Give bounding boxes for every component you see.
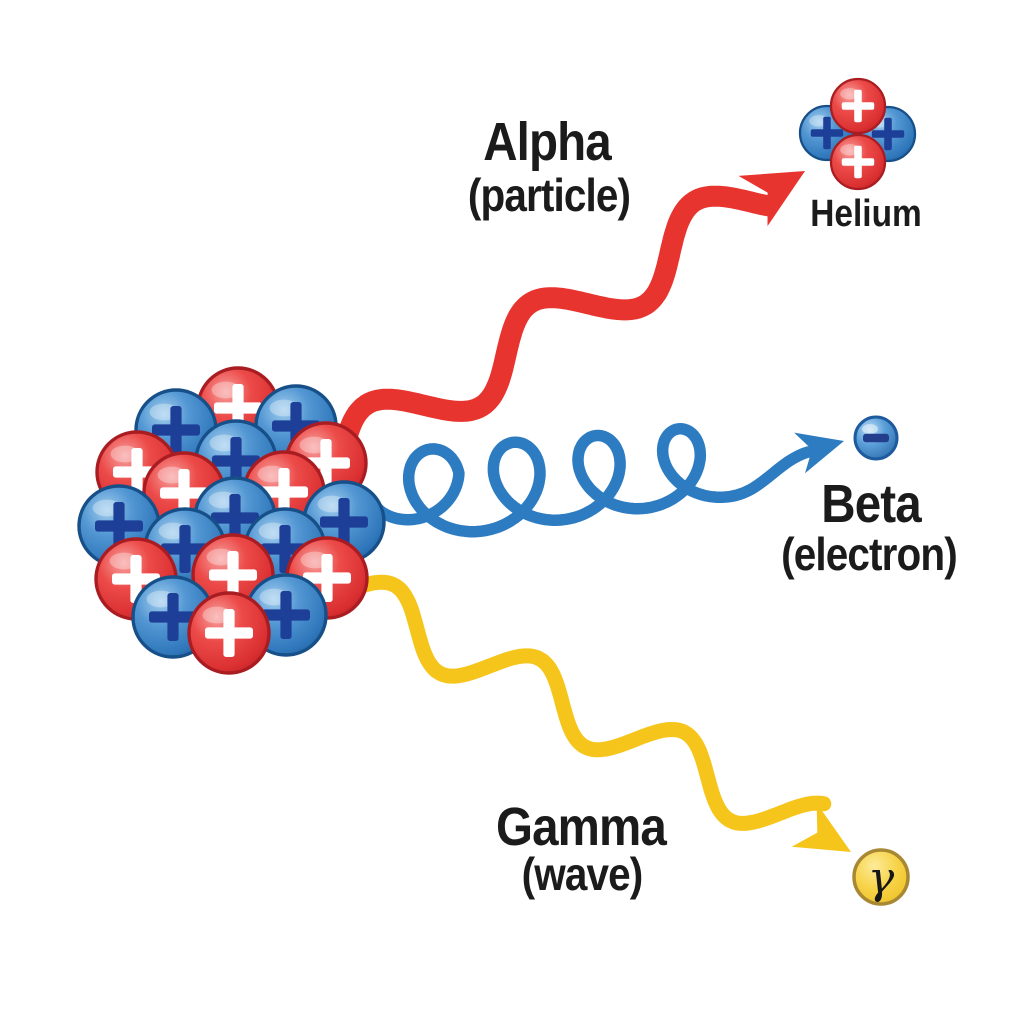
gamma-ray-path — [317, 574, 832, 831]
proton-icon — [187, 591, 271, 675]
alpha-ray-path — [329, 185, 779, 477]
gamma-title: Gamma — [496, 797, 667, 857]
alpha-subtitle: (particle) — [467, 169, 631, 221]
proton-icon — [829, 133, 887, 191]
beta-subtitle: (electron) — [781, 528, 958, 580]
helium-label: Helium — [810, 193, 922, 235]
beta-title: Beta — [821, 474, 921, 534]
gamma-symbol: γ — [868, 853, 895, 904]
beta-electron — [853, 415, 899, 461]
gamma-subtitle: (wave) — [521, 848, 644, 900]
beta-arrowhead-icon — [794, 432, 844, 474]
alpha-arrowhead-icon — [738, 171, 805, 227]
beta-ray-path — [366, 422, 814, 538]
gamma-arrowhead-icon — [791, 803, 851, 852]
helium-nucleus — [798, 77, 917, 191]
neutron-icon — [244, 573, 328, 657]
unstable-nucleus — [77, 366, 386, 675]
alpha-title: Alpha — [483, 112, 611, 172]
minus-symbol — [863, 433, 889, 443]
gamma-photon: γ — [852, 848, 910, 906]
proton-icon — [829, 77, 887, 135]
